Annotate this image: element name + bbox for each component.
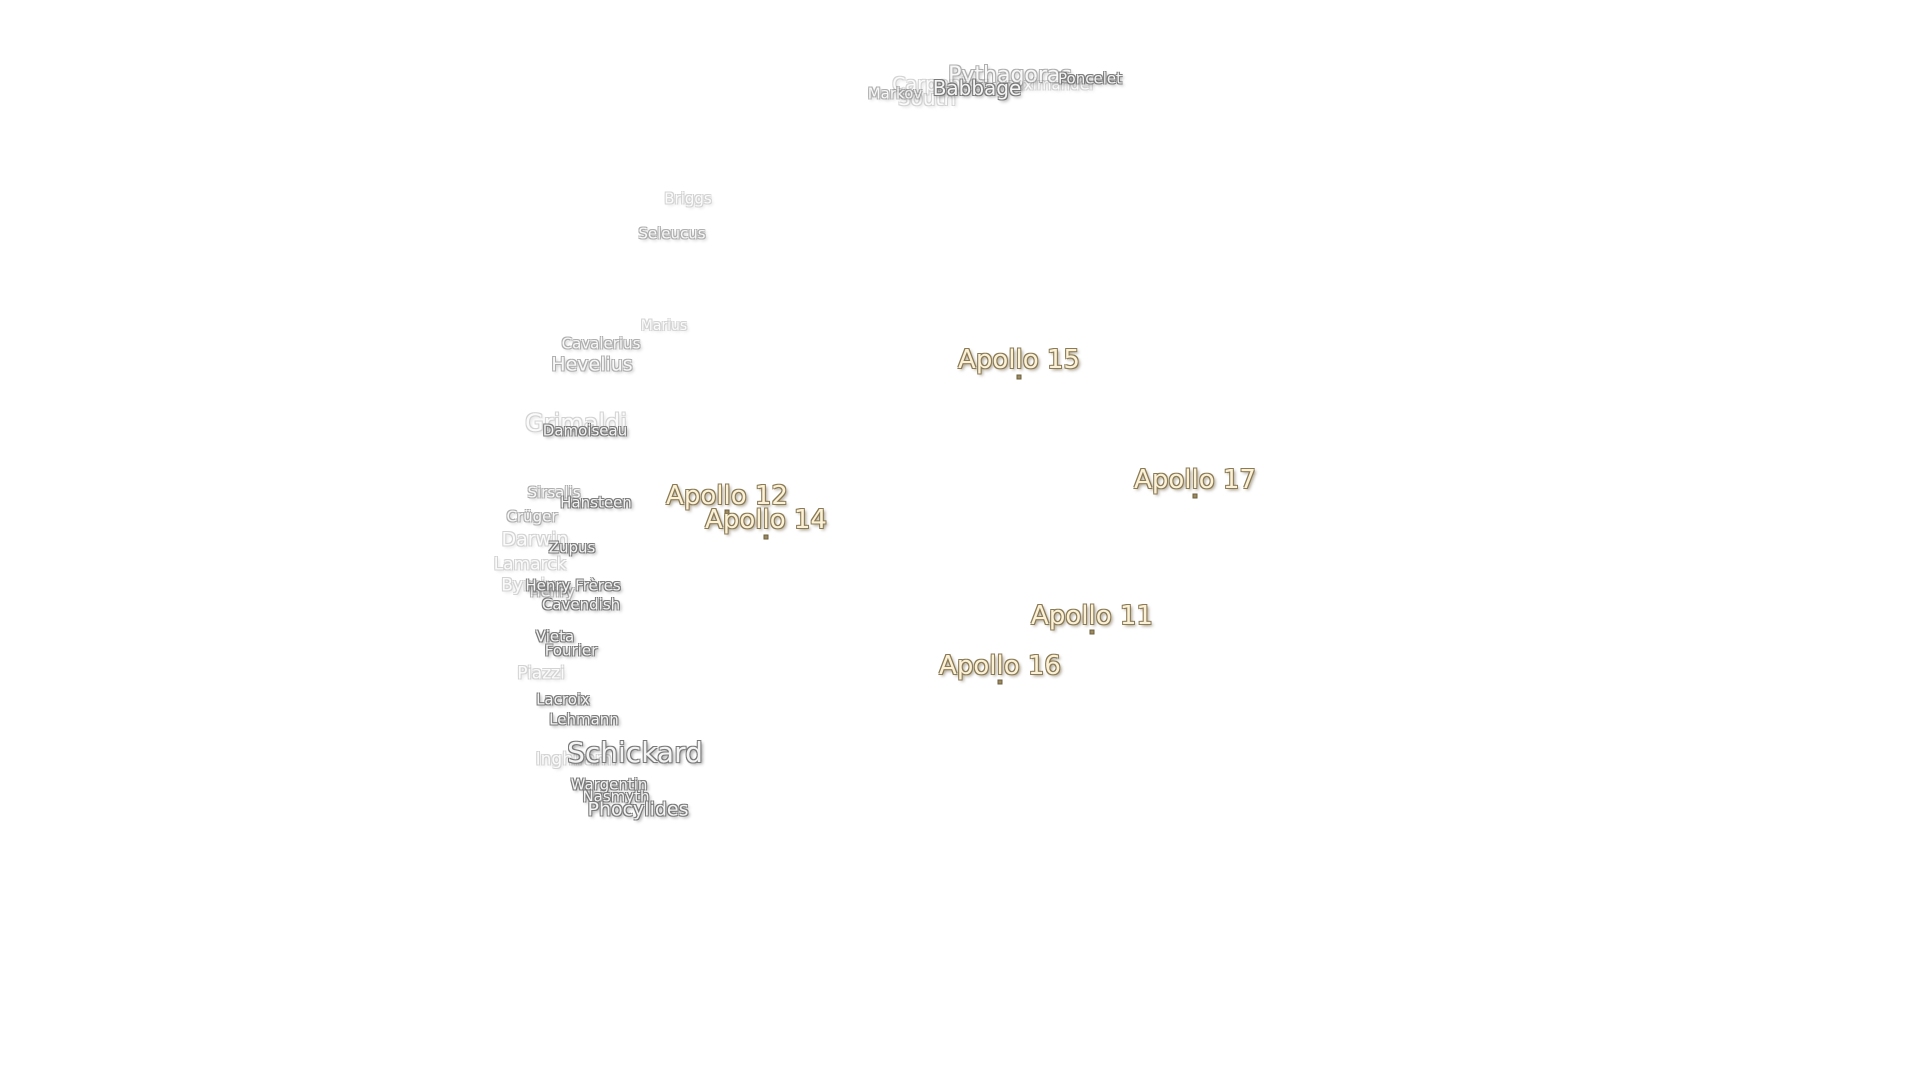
crater-label-anaximander[interactable]: Anaximander <box>994 75 1096 94</box>
apollo-12-label[interactable]: Apollo 12 <box>666 481 788 511</box>
crater-label-inghirami[interactable]: Inghirami <box>535 749 617 770</box>
apollo-14-site-marker[interactable] <box>763 534 769 540</box>
crater-label-piazzi[interactable]: Piazzi <box>517 663 565 684</box>
crater-label-carpenter[interactable]: Carpenter <box>892 73 988 96</box>
crater-label-henry-freres[interactable]: Henry Frères <box>525 576 621 595</box>
crater-label-marius[interactable]: Marius <box>640 318 688 334</box>
crater-label-cruger[interactable]: Crüger <box>506 507 558 526</box>
crater-label-zupus[interactable]: Zupus <box>548 538 596 557</box>
crater-label-poncelet[interactable]: Poncelet <box>1058 69 1122 88</box>
crater-label-henry[interactable]: Henry <box>529 582 575 601</box>
apollo-14-label[interactable]: Apollo 14 <box>705 505 827 535</box>
apollo-12-site-marker[interactable] <box>724 509 730 515</box>
apollo-15-site-marker[interactable] <box>1016 374 1022 380</box>
crater-label-cavalerius[interactable]: Cavalerius <box>561 334 641 353</box>
crater-label-byrgius[interactable]: Byrgius <box>501 575 565 596</box>
crater-label-lamarck[interactable]: Lamarck <box>493 554 567 575</box>
crater-label-lacroix[interactable]: Lacroix <box>536 690 590 709</box>
apollo-11-site-marker[interactable] <box>1089 629 1095 635</box>
crater-label-hansteen[interactable]: Hansteen <box>560 493 632 512</box>
crater-label-markov[interactable]: Markov <box>867 84 923 103</box>
crater-label-south[interactable]: South <box>897 86 957 110</box>
crater-label-babbage[interactable]: Babbage <box>932 76 1022 100</box>
apollo-16-label[interactable]: Apollo 16 <box>939 651 1061 681</box>
crater-label-damoiseau[interactable]: Damoiseau <box>542 421 628 440</box>
crater-label-wargentin[interactable]: Wargentin <box>570 775 648 794</box>
crater-label-sirsalis[interactable]: Sirsalis <box>527 483 581 502</box>
crater-label-pythagoras[interactable]: Pythagoras <box>948 63 1072 88</box>
crater-label-grimaldi[interactable]: Grimaldi <box>525 409 627 437</box>
crater-label-lehmann[interactable]: Lehmann <box>549 710 619 729</box>
apollo-17-site-marker[interactable] <box>1192 493 1198 499</box>
crater-label-briggs[interactable]: Briggs <box>664 189 712 208</box>
crater-label-nasmyth[interactable]: Nasmyth <box>582 787 650 806</box>
apollo-11-label[interactable]: Apollo 11 <box>1031 601 1153 631</box>
crater-label-vieta[interactable]: Vieta <box>535 627 575 646</box>
crater-label-darwin[interactable]: Darwin <box>501 528 569 551</box>
crater-label-phocylides[interactable]: Phocylides <box>587 798 689 821</box>
crater-label-seleucus[interactable]: Seleucus <box>638 224 706 243</box>
crater-label-hevelius[interactable]: Hevelius <box>551 353 633 376</box>
apollo-16-site-marker[interactable] <box>997 679 1003 685</box>
apollo-15-label[interactable]: Apollo 15 <box>958 345 1080 375</box>
crater-label-fourier[interactable]: Fourier <box>544 641 598 660</box>
crater-label-schickard[interactable]: Schickard <box>567 736 703 769</box>
crater-label-cavendish[interactable]: Cavendish <box>541 595 621 614</box>
apollo-17-label[interactable]: Apollo 17 <box>1134 465 1256 495</box>
